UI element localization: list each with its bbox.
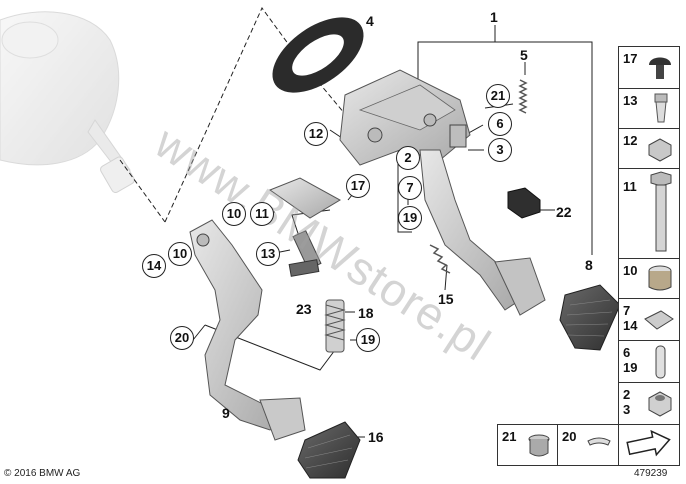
callout-10: 10	[222, 202, 246, 226]
callout-11: 11	[250, 202, 274, 226]
arrow-cell	[618, 424, 680, 466]
callout-20: 20	[170, 326, 194, 350]
part-23	[288, 259, 320, 277]
clutch-pedal-arm	[419, 149, 546, 316]
parts-cell-20: 20	[557, 424, 620, 466]
insulation-disc	[272, 17, 364, 93]
callout-2: 2	[396, 146, 420, 170]
callout-19: 19	[398, 206, 422, 230]
parts-cell-12: 12	[618, 128, 680, 170]
nut-12-icon	[648, 138, 672, 162]
callout-9: 9	[222, 405, 230, 421]
parts-cell-21: 21	[497, 424, 559, 466]
callout-12: 12	[304, 122, 328, 146]
parts-cell-7-14: 7 14	[618, 298, 680, 342]
callout-1: 1	[490, 9, 498, 25]
pivot-bracket	[268, 177, 342, 270]
callout-10-lower: 10	[168, 242, 192, 266]
spring-5	[518, 79, 528, 114]
callout-21: 21	[486, 84, 510, 108]
callout-13: 13	[256, 242, 280, 266]
callout-6: 6	[488, 112, 512, 136]
parts-cell-13: 13	[618, 88, 680, 130]
arrow-icon	[626, 430, 671, 457]
callout-22: 22	[556, 204, 572, 220]
callout-16: 16	[368, 429, 384, 445]
sensor-6	[449, 124, 467, 148]
switch-22	[507, 187, 541, 219]
callout-18: 18	[358, 305, 374, 321]
clip-7-icon	[644, 310, 674, 330]
leader-lines	[119, 7, 593, 438]
clip-17-icon	[649, 57, 671, 79]
callout-8: 8	[585, 257, 593, 273]
pin-6-icon	[655, 345, 666, 379]
bolt-11-icon	[650, 171, 672, 252]
grommet-21-icon	[528, 434, 550, 457]
nut-2-icon	[648, 391, 672, 417]
callout-15: 15	[438, 291, 454, 307]
callout-17: 17	[346, 174, 370, 198]
diagram-id: 479239	[634, 468, 668, 479]
parts-cell-17: 17	[618, 46, 680, 90]
copyright-text: © 2016 BMW AG	[4, 468, 81, 479]
parts-cell-2-3: 2 3	[618, 382, 680, 426]
clutch-pedal-pad	[559, 284, 621, 351]
callout-5: 5	[520, 47, 528, 63]
callout-4: 4	[366, 13, 374, 29]
callout-3: 3	[488, 138, 512, 162]
callout-23: 23	[296, 301, 312, 317]
bushing-10-icon	[648, 265, 672, 291]
callout-19-lower: 19	[356, 328, 380, 352]
brake-pedal-pad	[297, 421, 361, 479]
clip-20-icon	[587, 437, 611, 446]
callout-14: 14	[142, 254, 166, 278]
clip-13-icon	[654, 93, 668, 123]
brake-booster	[0, 11, 135, 194]
spring-15	[429, 244, 451, 274]
callout-7: 7	[398, 176, 422, 200]
parts-cell-6-19: 6 19	[618, 340, 680, 384]
parts-cell-10: 10	[618, 258, 680, 300]
parts-cell-11: 11	[618, 168, 680, 260]
brake-pedal-arm	[189, 219, 306, 441]
damper-18	[324, 299, 346, 353]
